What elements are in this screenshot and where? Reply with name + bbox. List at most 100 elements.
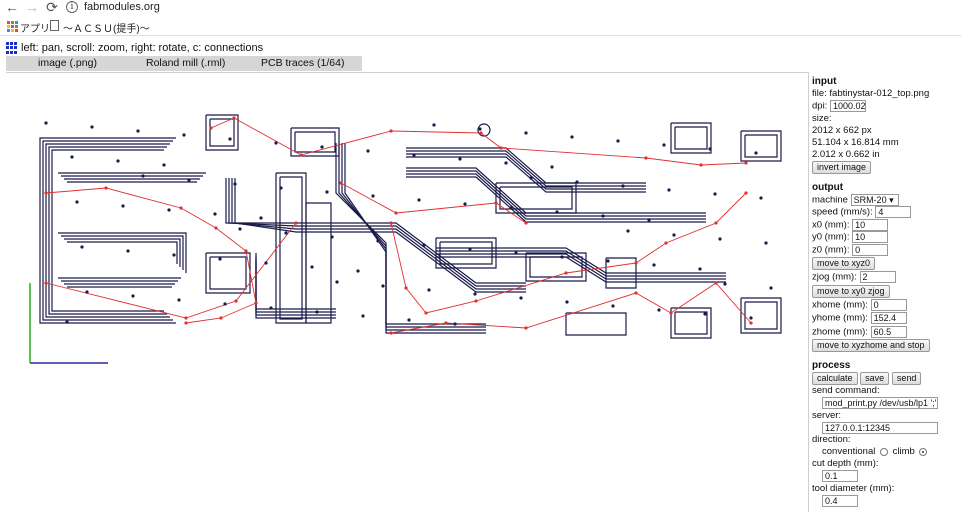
zjog-label: zjog (mm): <box>812 271 857 283</box>
conventional-radio[interactable] <box>880 447 888 456</box>
path-endpoint-145 <box>228 137 232 141</box>
trace-6 <box>58 232 187 273</box>
path-endpoint-151 <box>80 245 84 249</box>
send-command-input[interactable]: mod_print.py /dev/usb/lp1 ';' <box>822 397 938 410</box>
path-endpoint-130 <box>233 182 237 186</box>
controls-hint: left: pan, scroll: zoom, right: rotate, … <box>21 42 264 54</box>
path-endpoint-73 <box>644 156 648 160</box>
invert-image-button[interactable]: invert image <box>812 160 872 174</box>
trace-15 <box>67 241 178 264</box>
trace-50 <box>529 256 583 278</box>
move-to-xyzhome-button[interactable]: move to xyzhome and stop <box>812 339 930 353</box>
yhome-input[interactable]: 152.4 <box>870 312 907 325</box>
path-endpoint-121 <box>90 125 94 129</box>
bookmark-acsu[interactable]: ～ＡＣＳＵ(提手)～ <box>63 24 150 35</box>
path-endpoint-137 <box>182 133 186 137</box>
server-input[interactable]: 127.0.0.1:12345 <box>822 421 938 434</box>
z0-input[interactable]: 0 <box>852 243 889 256</box>
rapid-move-108 <box>45 222 297 319</box>
path-endpoint-75 <box>744 161 748 165</box>
path-endpoint-98 <box>494 201 498 205</box>
path-endpoint-94 <box>744 191 748 195</box>
module-output-format[interactable]: Roland mill (.rml) <box>146 57 226 69</box>
path-endpoint-118 <box>529 176 533 180</box>
speed-label: speed (mm/s): <box>812 206 873 218</box>
browser-toolbar: ← → ⟳ i fabmodules.org <box>0 0 961 17</box>
path-endpoint-93 <box>714 221 718 225</box>
path-endpoint-168 <box>269 306 273 310</box>
trace-61 <box>279 176 303 320</box>
toolpath-view[interactable] <box>6 73 809 513</box>
trace-4 <box>51 149 164 312</box>
module-process[interactable]: PCB traces (1/64) <box>261 57 345 69</box>
machine-label: machine <box>812 194 848 206</box>
machine-select[interactable]: SRM-20 ▾ <box>850 193 899 206</box>
fabmodules-logo-icon <box>6 42 18 54</box>
trace-52 <box>670 122 712 154</box>
reload-icon[interactable]: ⟳ <box>46 0 58 15</box>
zhome-input[interactable]: 60.5 <box>870 325 907 338</box>
tool-diameter-input[interactable]: 0.4 <box>822 494 858 507</box>
forward-arrow-icon[interactable]: → <box>25 0 39 15</box>
address-bar-url[interactable]: fabmodules.org <box>84 1 160 13</box>
via-ring <box>477 123 491 137</box>
z0-label: z0 (mm): <box>812 244 850 256</box>
trace-34 <box>341 143 486 328</box>
trace-36 <box>406 173 706 220</box>
path-endpoint-101 <box>389 331 393 335</box>
path-endpoint-155 <box>468 247 472 251</box>
path-endpoint-120 <box>723 282 727 286</box>
path-endpoint-122 <box>187 178 191 182</box>
bookmark-apps[interactable]: アプリ <box>20 24 50 35</box>
module-input-format[interactable]: image (.png) <box>38 57 97 69</box>
trace-22 <box>335 143 486 334</box>
trace-64 <box>499 186 573 210</box>
dpi-input[interactable]: 1000.023 <box>829 100 866 112</box>
server-label: server: <box>812 409 842 421</box>
path-endpoint-169 <box>366 149 370 153</box>
cut-depth-input[interactable]: 0.1 <box>822 470 858 483</box>
machine-select-value: SRM-20 <box>853 194 887 205</box>
trace-44 <box>255 262 336 310</box>
path-endpoint-202 <box>647 218 651 222</box>
path-endpoint-186 <box>555 210 559 214</box>
path-endpoint-124 <box>381 284 385 288</box>
path-endpoint-105 <box>669 311 673 315</box>
trace-28 <box>338 143 486 331</box>
toolpath-canvas[interactable] <box>6 72 809 512</box>
path-endpoint-128 <box>769 286 773 290</box>
path-endpoint-163 <box>514 251 518 255</box>
move-to-xyz0-button[interactable]: move to xyz0 <box>812 257 876 271</box>
path-endpoint-185 <box>458 157 462 161</box>
bookmarks-bar: アプリ ～ＡＣＳＵ(提手)～ <box>0 17 961 36</box>
path-endpoint-103 <box>524 326 528 330</box>
path-endpoint-106 <box>714 281 718 285</box>
x0-input[interactable]: 10 <box>852 218 889 231</box>
send-button[interactable]: send <box>891 372 922 386</box>
size-px: 2012 x 662 px <box>812 124 872 136</box>
trace-49 <box>525 252 587 282</box>
speed-input[interactable]: 4 <box>875 206 912 219</box>
calculate-button[interactable]: calculate <box>812 372 858 386</box>
back-arrow-icon[interactable]: ← <box>5 0 19 15</box>
save-button[interactable]: save <box>860 372 890 386</box>
path-endpoint-83 <box>219 316 223 320</box>
move-to-xy0-zjog-button[interactable]: move to xy0 zjog <box>812 284 890 298</box>
zjog-input[interactable]: 2 <box>859 271 896 284</box>
xhome-input[interactable]: 0 <box>870 298 907 311</box>
trace-47 <box>435 237 497 269</box>
path-endpoint-92 <box>664 241 668 245</box>
trace-58 <box>740 297 782 334</box>
path-endpoint-183 <box>264 261 268 265</box>
trace-59 <box>744 301 778 330</box>
info-icon[interactable]: i <box>66 1 78 13</box>
trace-21 <box>225 178 526 284</box>
path-endpoint-135 <box>718 237 722 241</box>
apps-icon[interactable] <box>7 21 18 32</box>
climb-radio[interactable] <box>919 447 928 456</box>
path-endpoint-68 <box>232 116 236 120</box>
y0-input[interactable]: 10 <box>852 231 889 244</box>
path-endpoint-189 <box>116 159 120 163</box>
path-endpoint-148 <box>519 296 523 300</box>
path-endpoint-70 <box>389 129 393 133</box>
